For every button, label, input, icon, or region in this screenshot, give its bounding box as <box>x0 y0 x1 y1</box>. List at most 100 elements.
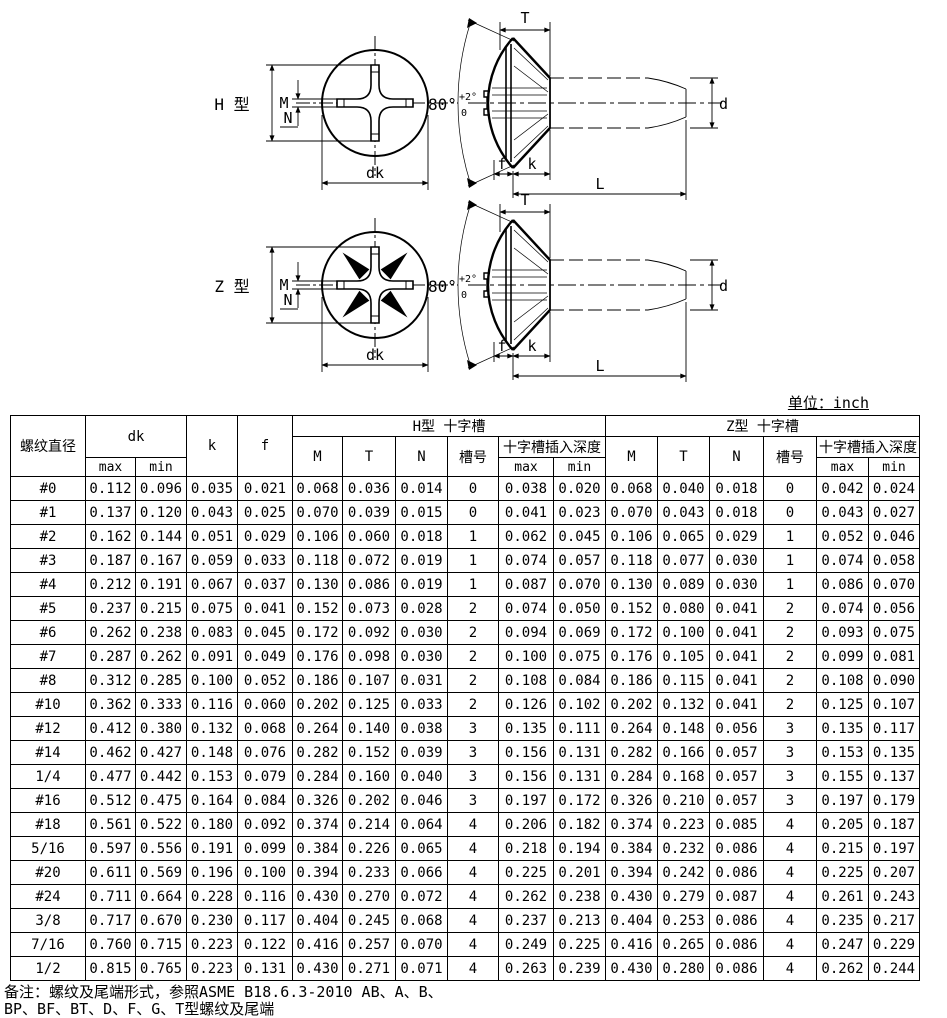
col-header-k: k <box>186 415 238 477</box>
table-cell: 0.087 <box>709 884 764 909</box>
table-cell: 0.083 <box>186 620 238 645</box>
table-cell: 0.068 <box>292 476 343 501</box>
table-cell: 0.362 <box>85 692 136 717</box>
table-cell: 0.075 <box>553 644 606 669</box>
table-cell: 0.569 <box>135 860 187 885</box>
table-cell: 3/8 <box>10 908 86 933</box>
col-header-h-t: T <box>342 436 396 477</box>
table-cell: 4 <box>763 812 817 837</box>
table-cell: 0.137 <box>868 764 920 789</box>
col-header-f: f <box>237 415 293 477</box>
table-cell: 0.135 <box>498 716 554 741</box>
table-cell: 0.611 <box>85 860 136 885</box>
table-cell: 0.477 <box>85 764 136 789</box>
table-cell: 0.312 <box>85 668 136 693</box>
col-header-z-depth-min: min <box>868 457 920 477</box>
col-header-thread-diameter: 螺纹直径 <box>10 415 86 477</box>
table-cell: 0.046 <box>395 788 448 813</box>
table-cell: 0.226 <box>342 836 396 861</box>
table-cell: 0.223 <box>657 812 710 837</box>
angle-label: 80° <box>428 95 457 114</box>
table-cell: 0.244 <box>868 956 920 981</box>
table-cell: 2 <box>447 596 499 621</box>
table-cell: 0.070 <box>553 572 606 597</box>
table-cell: 0.374 <box>292 812 343 837</box>
table-cell: 0.036 <box>342 476 396 501</box>
table-cell: 0.018 <box>709 476 764 501</box>
table-cell: 0.427 <box>135 740 187 765</box>
table-cell: 0.106 <box>605 524 658 549</box>
table-cell: 0.099 <box>816 644 869 669</box>
table-cell: 0.020 <box>553 476 606 501</box>
table-cell: 0.052 <box>237 668 293 693</box>
table-cell: 0.228 <box>186 884 238 909</box>
table-cell: 0.279 <box>657 884 710 909</box>
table-cell: 0.156 <box>498 764 554 789</box>
col-header-h-insert-depth: 十字槽插入深度 <box>498 436 606 458</box>
table-cell: 0.238 <box>135 620 187 645</box>
col-header-dk-max: max <box>85 457 136 477</box>
table-cell: 0.051 <box>186 524 238 549</box>
table-cell: 0.187 <box>85 548 136 573</box>
table-cell: 0.717 <box>85 908 136 933</box>
table-cell: 0.262 <box>498 884 554 909</box>
table-cell: 0.037 <box>237 572 293 597</box>
table-cell: 0.225 <box>553 932 606 957</box>
table-cell: 0.130 <box>292 572 343 597</box>
table-cell: 5/16 <box>10 836 86 861</box>
table-cell: 0.380 <box>135 716 187 741</box>
table-cell: 0.120 <box>135 500 187 525</box>
dim-label-k: k <box>527 337 536 355</box>
table-cell: 1 <box>447 572 499 597</box>
table-cell: #18 <box>10 812 86 837</box>
table-cell: 0.238 <box>553 884 606 909</box>
table-cell: 0.064 <box>395 812 448 837</box>
unit-row: 单位：inch <box>0 392 947 413</box>
table-cell: 0.229 <box>868 932 920 957</box>
table-cell: 0.100 <box>237 860 293 885</box>
table-cell: 0.019 <box>395 572 448 597</box>
col-header-dk: dk <box>85 415 187 458</box>
table-cell: 0.108 <box>498 668 554 693</box>
table-cell: 0.237 <box>498 908 554 933</box>
table-cell: 0.038 <box>498 476 554 501</box>
table-cell: 0.059 <box>186 548 238 573</box>
table-cell: 0.187 <box>868 812 920 837</box>
table-cell: 0.081 <box>868 644 920 669</box>
table-cell: #6 <box>10 620 86 645</box>
table-cell: 0.223 <box>186 932 238 957</box>
table-cell: 0.137 <box>85 500 136 525</box>
table-cell: 0.416 <box>292 932 343 957</box>
table-cell: 0.282 <box>605 740 658 765</box>
table-cell: 0.089 <box>657 572 710 597</box>
col-header-h-depth-min: min <box>553 457 606 477</box>
table-cell: 0.132 <box>657 692 710 717</box>
table-cell: 0.029 <box>237 524 293 549</box>
table-cell: 0.162 <box>85 524 136 549</box>
table-cell: 0.262 <box>816 956 869 981</box>
table-cell: 0.074 <box>816 596 869 621</box>
table-cell: 0.430 <box>292 956 343 981</box>
unit-label: 单位：inch <box>787 394 869 412</box>
table-cell: 0.153 <box>816 740 869 765</box>
table-cell: 0.041 <box>709 596 764 621</box>
table-cell: 0.041 <box>709 668 764 693</box>
table-cell: 0 <box>447 500 499 525</box>
table-cell: 0.084 <box>237 788 293 813</box>
table-cell: 0.215 <box>816 836 869 861</box>
table-cell: 0.475 <box>135 788 187 813</box>
table-cell: 0.062 <box>498 524 554 549</box>
table-cell: 0.765 <box>135 956 187 981</box>
table-cell: 0.197 <box>868 836 920 861</box>
table-cell: 2 <box>447 620 499 645</box>
table-cell: 0.043 <box>657 500 710 525</box>
table-cell: 0.072 <box>342 548 396 573</box>
table-cell: 0.041 <box>709 692 764 717</box>
table-cell: 0.194 <box>553 836 606 861</box>
table-cell: #1 <box>10 500 86 525</box>
table-cell: 4 <box>763 908 817 933</box>
table-cell: 0.711 <box>85 884 136 909</box>
